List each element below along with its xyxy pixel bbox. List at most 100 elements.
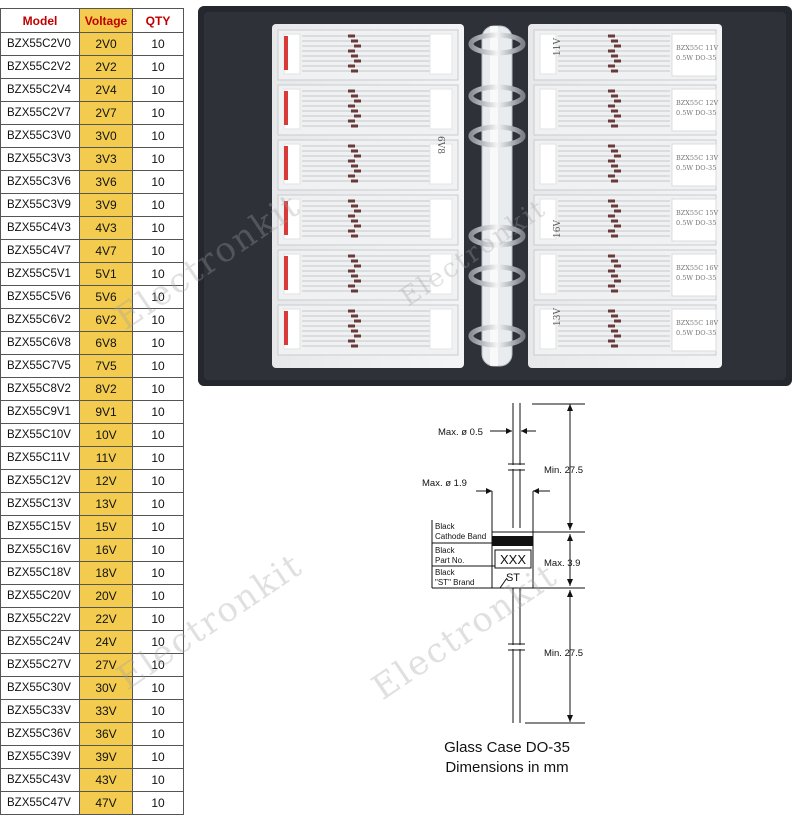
pocket: [277, 194, 459, 246]
red-tape: [284, 256, 288, 290]
diode: [611, 219, 618, 223]
model-cell: BZX55C16V: [0, 538, 80, 562]
voltage-cell: 3V6: [79, 170, 133, 194]
diode: [354, 319, 361, 323]
diode: [614, 44, 621, 48]
diode: [611, 39, 618, 43]
diode: [351, 329, 358, 333]
diode: [608, 144, 615, 148]
diode: [611, 94, 618, 98]
diode: [608, 199, 615, 203]
diode: [611, 234, 618, 238]
qty-cell: 10: [132, 170, 184, 194]
diode: [614, 209, 621, 213]
diode: [611, 54, 618, 58]
model-cell: BZX55C36V: [0, 722, 80, 746]
diode: [351, 219, 358, 223]
pocket: [277, 139, 459, 191]
voltage-cell: 2V0: [79, 32, 133, 56]
pocket-info-card: [671, 143, 717, 187]
binder-ring: [468, 124, 526, 148]
voltage-cell: 20V: [79, 584, 133, 608]
model-cell: BZX55C9V1: [0, 400, 80, 424]
qty-cell: 10: [132, 607, 184, 631]
qty-cell: 10: [132, 101, 184, 125]
diode: [608, 64, 615, 68]
model-cell: BZX55C39V: [0, 745, 80, 769]
pocket-spec-text: 0.5W DO-35: [676, 329, 716, 337]
pocket-model-text: BZX55C 12V: [676, 99, 719, 107]
voltage-cell: 13V: [79, 492, 133, 516]
diode: [354, 279, 361, 283]
diode: [348, 199, 355, 203]
diode: [611, 259, 618, 263]
qty-cell: 10: [132, 492, 184, 516]
part-label-1: Black: [435, 546, 456, 555]
diode: [614, 334, 621, 338]
model-cell: BZX55C3V3: [0, 147, 80, 171]
qty-cell: 10: [132, 55, 184, 79]
diode: [608, 339, 615, 343]
label-min-lead-top: Min. 27.5: [544, 465, 583, 476]
model-cell: BZX55C13V: [0, 492, 80, 516]
model-cell: BZX55C20V: [0, 584, 80, 608]
voltage-cell: 2V2: [79, 55, 133, 79]
diode: [348, 119, 355, 123]
qty-cell: 10: [132, 722, 184, 746]
red-tape: [284, 36, 288, 70]
diode: [608, 324, 615, 328]
model-cell: BZX55C8V2: [0, 377, 80, 401]
voltage-cell: 15V: [79, 515, 133, 539]
qty-cell: 10: [132, 331, 184, 355]
pocket-model-text: BZX55C 16V: [676, 264, 719, 272]
qty-cell: 10: [132, 354, 184, 378]
voltage-cell: 10V: [79, 423, 133, 447]
binder-ring: [468, 324, 526, 348]
voltage-cell: 6V2: [79, 308, 133, 332]
diode: [608, 119, 615, 123]
pocket-info-card: [671, 253, 717, 297]
qty-cell: 10: [132, 239, 184, 263]
diode: [608, 159, 615, 163]
label-max-lead-dia: Max. ø 0.5: [438, 427, 483, 438]
diode: [608, 104, 615, 108]
model-cell: BZX55C33V: [0, 699, 80, 723]
body-part-number: XXX: [500, 552, 526, 567]
pocket-spec-text: 0.5W DO-35: [676, 54, 716, 62]
diode: [348, 34, 355, 38]
diode: [351, 234, 358, 238]
qty-cell: 10: [132, 377, 184, 401]
diode: [614, 99, 621, 103]
diode: [611, 69, 618, 73]
model-cell: BZX55C2V7: [0, 101, 80, 125]
model-cell: BZX55C22V: [0, 607, 80, 631]
binder-ring: [468, 264, 526, 288]
diode: [351, 69, 358, 73]
voltage-cell: 4V7: [79, 239, 133, 263]
model-cell: BZX55C2V0: [0, 32, 80, 56]
diode: [354, 334, 361, 338]
voltage-cell: 43V: [79, 768, 133, 792]
model-cell: BZX55C11V: [0, 446, 80, 470]
model-cell: BZX55C6V8: [0, 331, 80, 355]
diode: [608, 284, 615, 288]
qty-cell: 10: [132, 78, 184, 102]
diode: [348, 104, 355, 108]
qty-cell: 10: [132, 446, 184, 470]
diode: [351, 204, 358, 208]
qty-cell: 10: [132, 791, 184, 815]
pocket: [277, 249, 459, 301]
